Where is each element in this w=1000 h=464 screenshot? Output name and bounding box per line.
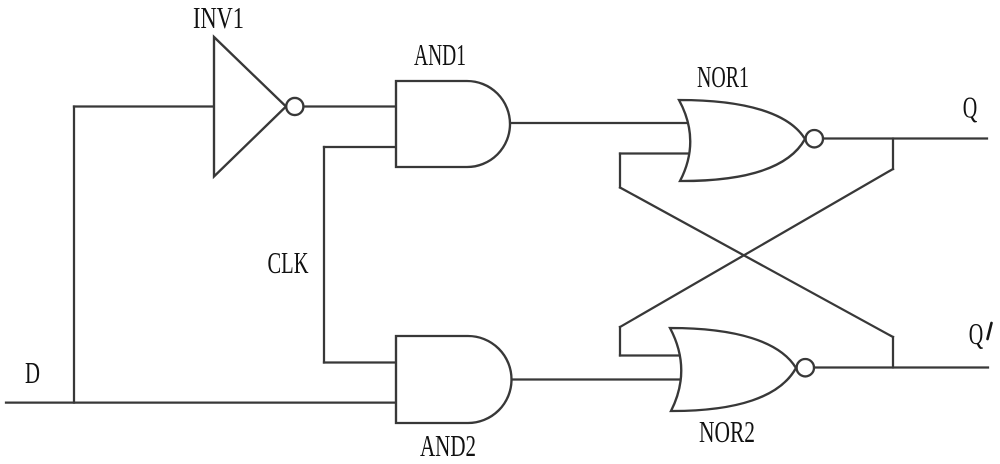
- svg-text:AND2: AND2: [420, 428, 476, 463]
- svg-text:CLK: CLK: [268, 245, 309, 280]
- svg-text:D: D: [25, 355, 40, 390]
- svg-text:AND1: AND1: [414, 37, 466, 72]
- svg-text:Q: Q: [969, 316, 984, 351]
- svg-text:NOR2: NOR2: [699, 414, 755, 449]
- svg-text:NOR1: NOR1: [697, 59, 749, 94]
- svg-text:Q: Q: [963, 90, 978, 125]
- svg-text:INV1: INV1: [193, 0, 244, 35]
